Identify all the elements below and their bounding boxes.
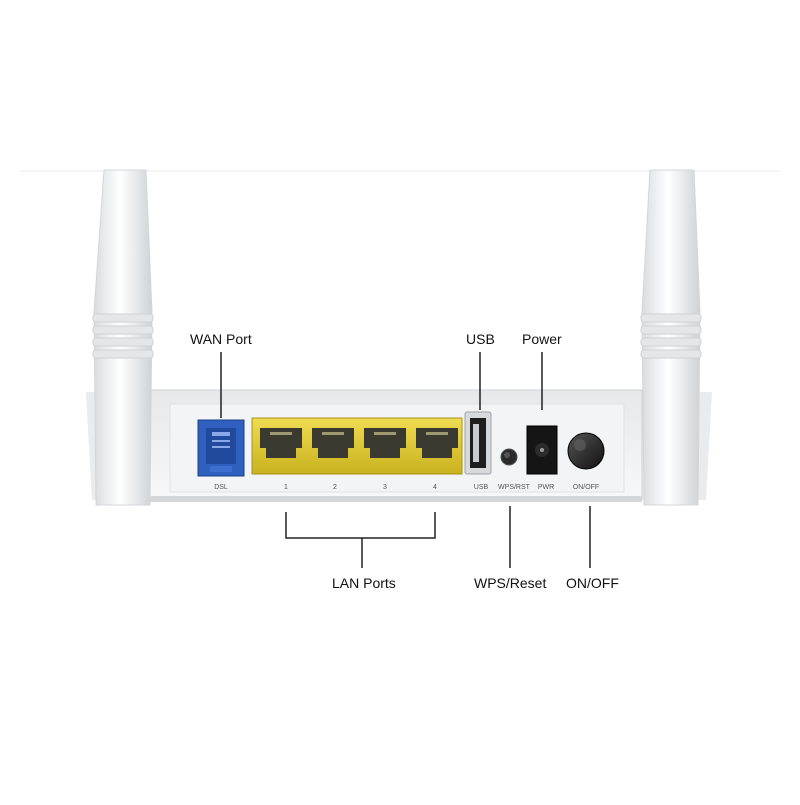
lan-port-4-label: 4	[433, 484, 437, 491]
on-off-label: ON/OFF	[573, 484, 599, 491]
dsl-port-label: DSL	[214, 484, 228, 491]
right-antenna	[640, 169, 702, 506]
usb-callout: USB	[466, 331, 495, 347]
lan-ports-block	[251, 417, 463, 475]
lan-ports-callout: LAN Ports	[332, 575, 396, 591]
power-switch	[567, 432, 605, 470]
wps-reset-button	[500, 448, 518, 466]
power-callout: Power	[522, 331, 562, 347]
lan-port-2-label: 2	[333, 484, 337, 491]
power-jack	[526, 425, 558, 475]
wps-rst-label: WPS/RST	[498, 484, 531, 491]
lan-port-3	[364, 428, 406, 458]
backdrop-line	[20, 170, 780, 172]
wan-port-callout: WAN Port	[190, 331, 252, 347]
lan-port-2	[312, 428, 354, 458]
pwr-label: PWR	[538, 484, 554, 491]
usb-port-label: USB	[474, 484, 489, 491]
lan-port-3-label: 3	[383, 484, 387, 491]
lan-port-4	[416, 428, 458, 458]
lan-bracket	[285, 512, 436, 539]
lan-port-1-label: 1	[284, 484, 288, 491]
callout-lines	[220, 352, 591, 568]
left-antenna	[92, 169, 154, 506]
lan-port-1	[260, 428, 302, 458]
on-off-callout: ON/OFF	[566, 575, 619, 591]
dsl-port	[197, 419, 245, 477]
usb-port	[464, 411, 492, 475]
wps-reset-callout: WPS/Reset	[474, 575, 547, 591]
